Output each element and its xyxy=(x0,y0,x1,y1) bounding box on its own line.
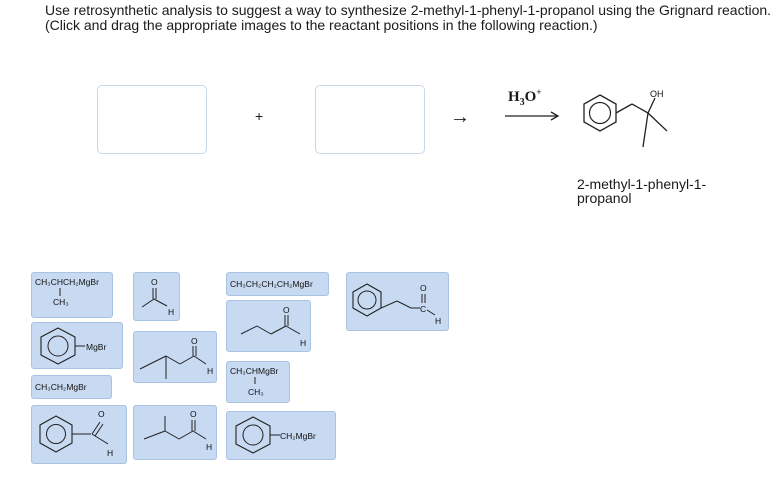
reactant-drop-zone-2[interactable] xyxy=(315,85,425,154)
tile-acetaldehyde[interactable]: O H xyxy=(133,272,180,321)
reagent-label: H3O+ xyxy=(508,87,541,108)
reactant-drop-zone-1[interactable] xyxy=(97,85,207,154)
tile-butanal-o: O xyxy=(283,305,290,315)
tile-isopropyl-branch: CH₃ xyxy=(248,387,264,397)
tile-isovaleraldehyde-h: H xyxy=(206,442,212,452)
tile-isobutyraldehyde-h: H xyxy=(207,366,213,376)
tile-phenylmagnesium-bromide[interactable]: MgBr xyxy=(31,322,123,369)
product-oh-label: OH xyxy=(650,89,664,99)
tile-isobutylmagnesium-bromide[interactable]: CH₃CHCH₂MgBr CH₃ xyxy=(31,272,113,318)
tile-acetaldehyde-o: O xyxy=(151,277,158,287)
tile-benzaldehyde[interactable]: O H xyxy=(31,405,127,464)
tile-phenylacetaldehyde-h: H xyxy=(435,316,441,326)
tile-isopropylmagnesium-bromide[interactable]: CH₃CHMgBr CH₃ xyxy=(226,361,290,403)
plus-sign: + xyxy=(255,108,264,124)
tile-butanal-h: H xyxy=(300,338,306,348)
tile-phenylacetaldehyde-o: O xyxy=(420,283,427,293)
product-structure: OH xyxy=(583,89,668,148)
tile-benzylmagnesium-bromide[interactable]: CH₂MgBr xyxy=(226,411,336,460)
tile-butanal[interactable]: O H xyxy=(226,300,311,352)
tile-acetaldehyde-h: H xyxy=(168,307,174,317)
reagent-o: O xyxy=(524,89,537,105)
reagent-charge: + xyxy=(536,87,542,97)
tile-ethyl-formula: CH₃CH₂MgBr xyxy=(35,382,87,392)
tile-phenylacetaldehyde[interactable]: O C H xyxy=(346,272,449,331)
reagent-arrow xyxy=(505,111,560,121)
tile-butylmagnesium-bromide[interactable]: CH₃CH₂CH₂CH₂MgBr xyxy=(226,272,329,296)
reaction-arrow: → xyxy=(450,106,470,128)
tile-isobutyl-branch: CH₃ xyxy=(53,297,69,307)
tile-ethylmagnesium-bromide[interactable]: CH₃CH₂MgBr xyxy=(31,375,112,399)
tile-benzyl-formula: CH₂MgBr xyxy=(280,431,316,441)
tile-benzaldehyde-h: H xyxy=(107,448,113,458)
reagent-sub: 3 xyxy=(519,97,525,108)
tile-isobutyraldehyde-o: O xyxy=(191,336,198,346)
tile-phenyl-formula: MgBr xyxy=(86,342,106,352)
tile-isovaleraldehyde-o: O xyxy=(190,409,197,419)
tile-isobutyl-formula: CH₃CHCH₂MgBr xyxy=(35,277,99,287)
tile-butyl-formula: CH₃CH₂CH₂CH₂MgBr xyxy=(230,279,313,289)
tile-isovaleraldehyde[interactable]: O H xyxy=(133,405,217,460)
tile-isobutyraldehyde[interactable]: O H xyxy=(133,331,217,383)
reagent-h: H xyxy=(508,89,520,105)
tile-isopropyl-formula: CH₃CHMgBr xyxy=(230,366,278,376)
tile-benzaldehyde-o: O xyxy=(98,409,105,419)
product-name: 2-methyl-1-phenyl-1-propanol xyxy=(577,176,707,206)
instructions-text: Use retrosynthetic analysis to suggest a… xyxy=(45,2,772,33)
tile-phenylacetaldehyde-c: C xyxy=(420,304,426,314)
